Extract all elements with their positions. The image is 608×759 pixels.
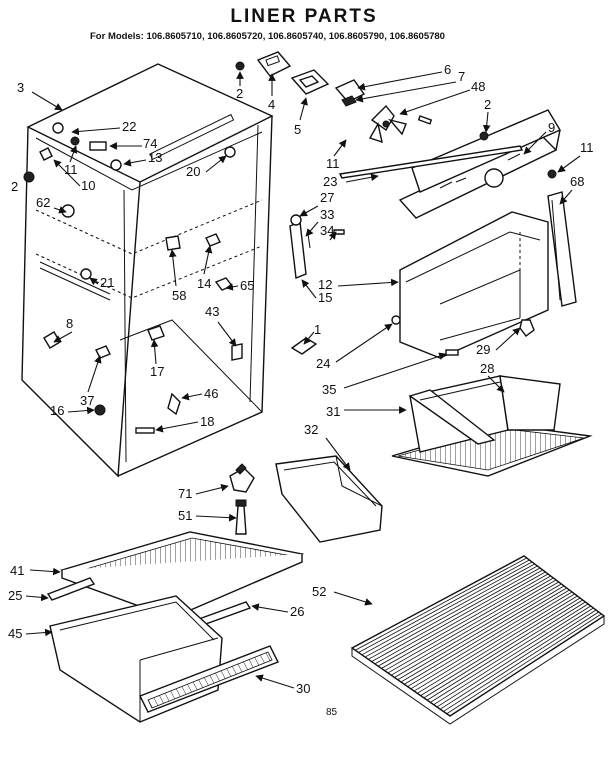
shelf-wire xyxy=(394,581,559,678)
door-bin xyxy=(275,455,383,543)
shelf-wire xyxy=(387,577,554,674)
callout-25: 25 xyxy=(8,588,22,603)
callout-46: 46 xyxy=(204,386,218,401)
callout-52: 52 xyxy=(312,584,326,599)
callout-7: 7 xyxy=(458,69,465,84)
shelf-wire xyxy=(439,609,597,710)
page-code: 85 xyxy=(326,707,338,718)
callout-27: 27 xyxy=(320,190,334,205)
callout-6: 6 xyxy=(444,62,451,77)
callout-3: 3 xyxy=(17,80,24,95)
glass-shelf xyxy=(46,531,305,635)
small-shelf xyxy=(391,375,593,477)
callout-12: 12 xyxy=(318,277,332,292)
callout-2b: 2 xyxy=(236,86,243,101)
wire-shelf xyxy=(350,555,606,725)
shelf-wire xyxy=(420,597,581,696)
callout-21: 21 xyxy=(100,275,114,290)
shelf-wire xyxy=(443,611,599,712)
callout-10: 10 xyxy=(81,178,95,193)
callout-65: 65 xyxy=(240,278,254,293)
shelf-wire xyxy=(446,613,602,715)
callout-37: 37 xyxy=(80,393,94,408)
callout-62: 62 xyxy=(36,195,50,210)
shelf-wire xyxy=(407,589,570,687)
shelf-wire xyxy=(384,575,551,672)
shelf-wire xyxy=(381,573,549,669)
shelf-wire xyxy=(374,569,543,665)
callout-2c: 2 xyxy=(484,97,491,112)
cover-plate xyxy=(289,191,577,359)
callout-26: 26 xyxy=(290,604,304,619)
shelf-wire xyxy=(426,601,586,701)
callout-15: 15 xyxy=(318,290,332,305)
callout-31: 31 xyxy=(326,404,340,419)
liner-cabinet xyxy=(21,63,274,478)
crisper-pan xyxy=(49,595,279,723)
callout-68: 68 xyxy=(570,174,584,189)
callout-16: 16 xyxy=(50,403,64,418)
callout-5: 5 xyxy=(294,122,301,137)
callout-13: 13 xyxy=(148,150,162,165)
callout-23: 23 xyxy=(323,174,337,189)
callout-11b: 11 xyxy=(580,140,594,155)
shelf-wire xyxy=(397,583,562,681)
callout-14: 14 xyxy=(197,276,211,291)
shelf-wire xyxy=(410,591,573,690)
callout-35: 35 xyxy=(322,382,336,397)
cabinet-hardware xyxy=(23,122,243,434)
callout-45: 45 xyxy=(8,626,22,641)
callout-28: 28 xyxy=(480,361,494,376)
callout-33: 33 xyxy=(320,207,334,222)
shelf-wire xyxy=(358,559,530,653)
shelf-wire xyxy=(368,565,538,660)
callout-9: 9 xyxy=(548,120,555,135)
air-duct xyxy=(338,109,562,219)
shelf-wire xyxy=(423,599,583,699)
callout-51: 51 xyxy=(178,508,192,523)
shelf-wire xyxy=(371,567,541,662)
shelf-wire xyxy=(361,561,533,656)
page-title: LINER PARTS xyxy=(230,6,378,27)
shelf-wire xyxy=(413,593,575,692)
shelf-wire xyxy=(430,603,589,703)
shelf-wire xyxy=(390,579,557,676)
callout-11: 11 xyxy=(64,162,78,177)
callout-34: 34 xyxy=(320,223,334,238)
callout-71: 71 xyxy=(178,486,192,501)
callout-24: 24 xyxy=(316,356,330,371)
callout-8: 8 xyxy=(66,316,73,331)
callout-32: 32 xyxy=(304,422,318,437)
callout-2a: 2 xyxy=(11,179,18,194)
callout-74: 74 xyxy=(143,136,157,151)
callout-41: 41 xyxy=(10,563,24,578)
callout-18: 18 xyxy=(200,414,214,429)
callout-22: 22 xyxy=(122,119,136,134)
callout-29: 29 xyxy=(476,342,490,357)
bracket-1 xyxy=(290,337,318,355)
callout-58: 58 xyxy=(172,288,186,303)
callout-17: 17 xyxy=(150,364,164,379)
shelf-wire xyxy=(404,587,567,685)
shelf-wire xyxy=(417,595,578,694)
shelf-wire xyxy=(355,557,527,651)
shelf-wire xyxy=(400,585,565,683)
callout-11c: 11 xyxy=(326,156,340,171)
clips-71-51 xyxy=(229,463,255,535)
shelf-wire xyxy=(377,571,546,667)
callout-20: 20 xyxy=(186,164,200,179)
shelf-wire xyxy=(364,563,535,658)
callout-43: 43 xyxy=(205,304,219,319)
callout-4: 4 xyxy=(268,97,275,112)
shelf-wire xyxy=(433,605,591,706)
top-hardware xyxy=(235,51,330,95)
callout-30: 30 xyxy=(296,681,310,696)
callout-48: 48 xyxy=(471,79,485,94)
models-line: For Models: 106.8605710, 106.8605720, 10… xyxy=(90,31,445,42)
callout-1: 1 xyxy=(314,322,321,337)
shelf-wire xyxy=(436,607,594,708)
callouts: 3 22 74 13 11 10 2 62 21 8 37 16 17 20 5… xyxy=(8,62,594,696)
